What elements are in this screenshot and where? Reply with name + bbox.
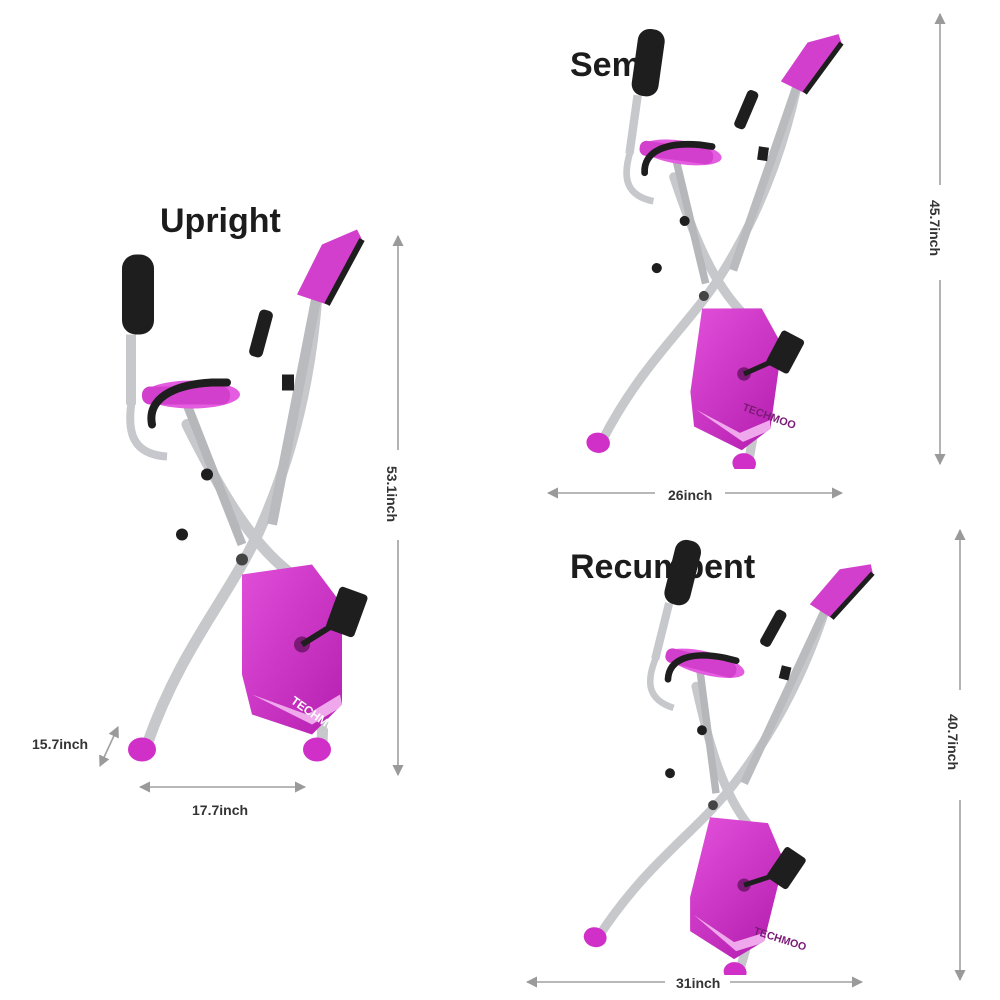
upright-depth-label: 15.7inch bbox=[32, 736, 89, 752]
upright-depth-arrow bbox=[99, 725, 119, 768]
recumbent-width-label: 31inch bbox=[676, 975, 721, 991]
semi-bike-image: TECHMOO bbox=[498, 14, 918, 469]
recumbent-title: Recumbent bbox=[570, 548, 756, 586]
semi-width-label: 26inch bbox=[668, 487, 713, 503]
upright-width-label: 17.7inch bbox=[192, 802, 249, 818]
upright-bike-image: TECHMOO bbox=[112, 222, 372, 767]
recumbent-bike-image: TECHMOO bbox=[490, 530, 950, 975]
upright-title: Upright bbox=[160, 202, 281, 240]
